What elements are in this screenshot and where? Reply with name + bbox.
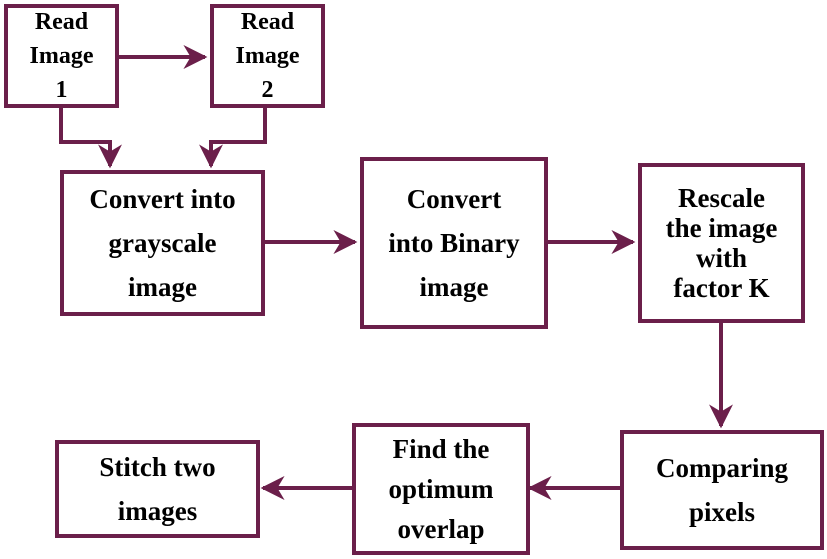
node-find-optimum-overlap-line: Find the <box>392 434 490 464</box>
node-convert-binary: Convert into Binary image <box>360 157 548 329</box>
node-find-optimum-overlap: Find the optimum overlap <box>352 423 530 555</box>
node-read-image-2-line: Read <box>240 9 295 35</box>
node-read-image-2-line: 2 <box>261 77 274 103</box>
node-read-image-2: Read Image 2 <box>210 4 325 108</box>
node-stitch-images-line: images <box>117 496 198 526</box>
node-convert-grayscale-line: image <box>128 272 197 302</box>
node-find-optimum-overlap-line: optimum <box>388 474 494 504</box>
node-convert-grayscale: Convert into grayscale image <box>60 170 265 316</box>
node-convert-binary-line: into Binary <box>388 228 520 258</box>
arrow-read1-to-gray <box>59 108 122 169</box>
node-convert-grayscale-line: Convert into <box>89 184 236 214</box>
node-read-image-1-line: Read <box>34 9 89 35</box>
node-read-image-2-line: Image <box>235 43 300 69</box>
node-read-image-1: Read Image 1 <box>4 4 119 108</box>
node-comparing-pixels-line: pixels <box>688 497 755 527</box>
node-stitch-images-line: Stitch two <box>99 452 216 482</box>
node-rescale-image: Rescale the image with factor K <box>638 163 805 323</box>
node-rescale-image-line: with <box>695 243 747 273</box>
node-rescale-image-line: Rescale <box>678 183 765 213</box>
node-read-image-1-line: Image <box>29 43 94 69</box>
node-read-image-1-line: 1 <box>55 77 68 103</box>
arrow-read2-to-gray <box>199 108 267 169</box>
node-convert-binary-line: Convert <box>406 184 502 214</box>
node-find-optimum-overlap-line: overlap <box>397 514 485 544</box>
node-stitch-images: Stitch two images <box>55 440 260 538</box>
node-rescale-image-line: factor K <box>673 273 770 303</box>
node-comparing-pixels-line: Comparing <box>655 453 788 483</box>
node-convert-grayscale-line: grayscale <box>108 228 217 258</box>
node-convert-binary-line: image <box>419 272 489 302</box>
node-comparing-pixels: Comparing pixels <box>620 430 824 550</box>
node-rescale-image-line: the image <box>665 213 778 243</box>
